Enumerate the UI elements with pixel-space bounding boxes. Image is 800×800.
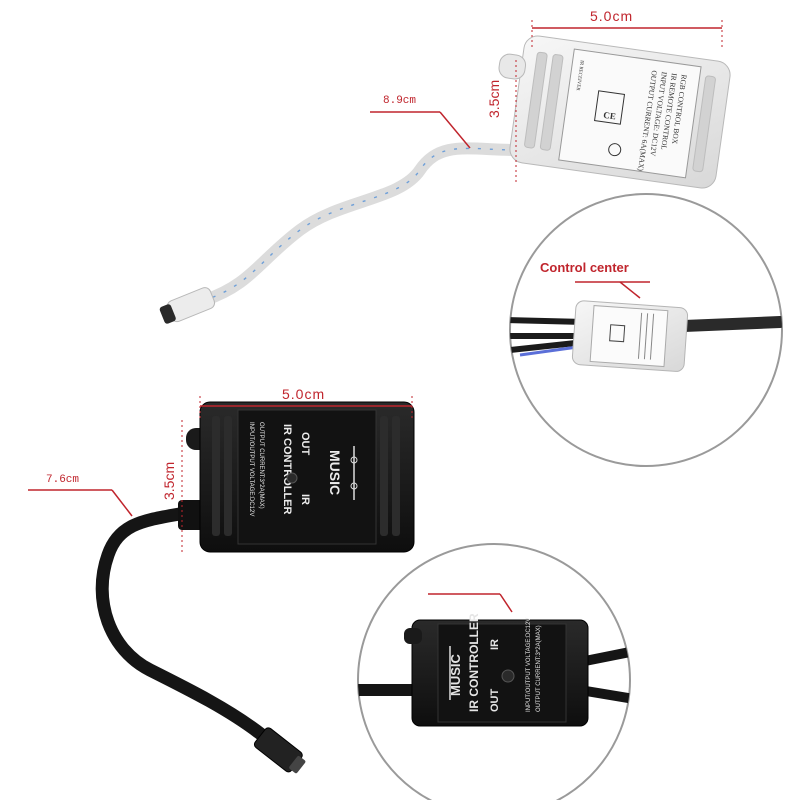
music-logo: MUSIC (327, 450, 343, 495)
ce-mark: CE (603, 110, 617, 122)
callout-circle-top (509, 193, 783, 467)
bottom-height-label: 3.5cm (161, 461, 177, 500)
black-control-box: INPUT/OUTPUT VOLTAGE:DC12V OUTPUT CURREN… (95, 401, 415, 774)
callout-logo: MUSIC (448, 654, 463, 697)
callout-out: OUT (489, 689, 501, 713)
callout-title: IR CONTROLLER (467, 613, 481, 712)
top-dimensions (370, 20, 723, 185)
black-box-title: IR CONTROLLER (281, 424, 293, 514)
top-cable-label: 8.9cm (383, 95, 417, 107)
top-width-label: 5.0cm (590, 8, 634, 24)
black-box-spec-2: OUTPUT CURRENT:3*2A(MAX) (258, 422, 264, 509)
black-box-out: OUT (299, 432, 311, 456)
bottom-cable-label: 7.6cm (46, 474, 80, 486)
callout-spec-2: OUTPUT CURRENT:3*2A(MAX) (536, 625, 542, 712)
top-height-label: 3.5cm (486, 79, 502, 118)
black-box-spec-1: INPUT/OUTPUT VOLTAGE:DC12V (248, 422, 254, 516)
black-box-ir: IR (299, 494, 311, 505)
white-control-box: RGB CONTROL BOX IR REMOTE CONTROL INPUT … (159, 35, 731, 324)
control-center-label: Control center (540, 260, 629, 275)
callout-circle-bottom: IR CONTROLLER OUT IR MUSIC INPUT/OUTPUT … (357, 543, 631, 800)
callout-ir: IR (489, 639, 501, 650)
callout-spec-1: INPUT/OUTPUT VOLTAGE:DC12V (526, 618, 532, 712)
bottom-width-label: 5.0cm (282, 386, 326, 402)
white-box-receiver: IR RECEIVER (575, 60, 584, 92)
bottom-dimensions (28, 396, 413, 555)
